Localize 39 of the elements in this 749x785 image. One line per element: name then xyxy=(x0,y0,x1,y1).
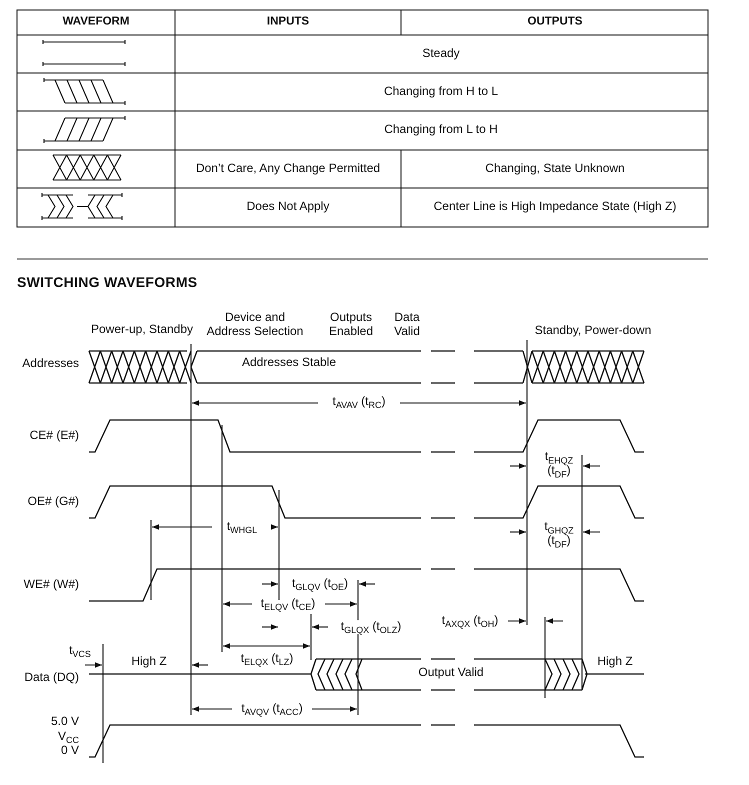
table-text: Does Not Apply xyxy=(246,200,330,214)
phase-label: Data Valid xyxy=(393,311,421,339)
signal-label: OE# (G#) xyxy=(28,495,79,509)
timing-label: t$_{VCS}$ xyxy=(69,644,91,658)
phase-label: Power-up, Standby xyxy=(90,323,194,337)
signal-label: WE# (W#) xyxy=(24,578,79,592)
signal-label: Addresses xyxy=(22,357,79,371)
timing-label: t$_{AVAV}$ (t$_{RC}$) xyxy=(332,395,386,409)
table-text: Changing from L to H xyxy=(384,123,498,137)
signal-label: Data (DQ) xyxy=(24,671,79,685)
column-header: OUTPUTS xyxy=(528,15,582,29)
signal-label: CE# (E#) xyxy=(30,429,79,443)
state-label: Output Valid xyxy=(418,666,484,680)
table-text: Center Line is High Impedance State (High Z) xyxy=(434,200,676,214)
signal-label: V$_{CC}$ xyxy=(58,730,79,744)
timing-label: t$_{ELQX}$ (t$_{LZ}$) xyxy=(240,652,294,666)
timing-label: t$_{WHGL}$ xyxy=(226,520,258,534)
timing-label: t$_{GLQV}$ (t$_{OE}$) xyxy=(292,577,348,591)
timing-label: t$_{GHQZ}$ (t$_{DF}$) xyxy=(543,520,575,548)
timing-label: t$_{GLQX}$ (t$_{OLZ}$) xyxy=(338,620,404,634)
table-text: Steady xyxy=(422,47,460,61)
state-label: Addresses Stable xyxy=(242,356,336,370)
state-label: High Z xyxy=(131,655,167,669)
timing-label: t$_{ELQV}$ (t$_{CE}$) xyxy=(260,597,316,611)
section-title: SWITCHING WAVEFORMS xyxy=(17,274,198,290)
column-header: WAVEFORM xyxy=(62,15,130,29)
table-text: Changing, State Unknown xyxy=(485,162,625,176)
state-label: High Z xyxy=(597,655,633,669)
table-text: Don’t Care, Any Change Permitted xyxy=(196,162,380,176)
timing-label: t$_{AVQV}$ (t$_{ACC}$) xyxy=(241,702,303,716)
column-header: INPUTS xyxy=(266,15,310,29)
signal-label: 5.0 V xyxy=(50,715,79,729)
signal-label: 0 V xyxy=(60,744,79,758)
phase-label: Device and Address Selection xyxy=(206,311,304,339)
phase-label: Outputs Enabled xyxy=(328,311,374,339)
table-text: Changing from H to L xyxy=(384,85,498,99)
timing-label: t$_{EHQZ}$ (t$_{DF}$) xyxy=(544,450,574,478)
timing-label: t$_{AXQX}$ (t$_{OH}$) xyxy=(442,614,498,628)
phase-label: Standby, Power-down xyxy=(534,324,652,338)
